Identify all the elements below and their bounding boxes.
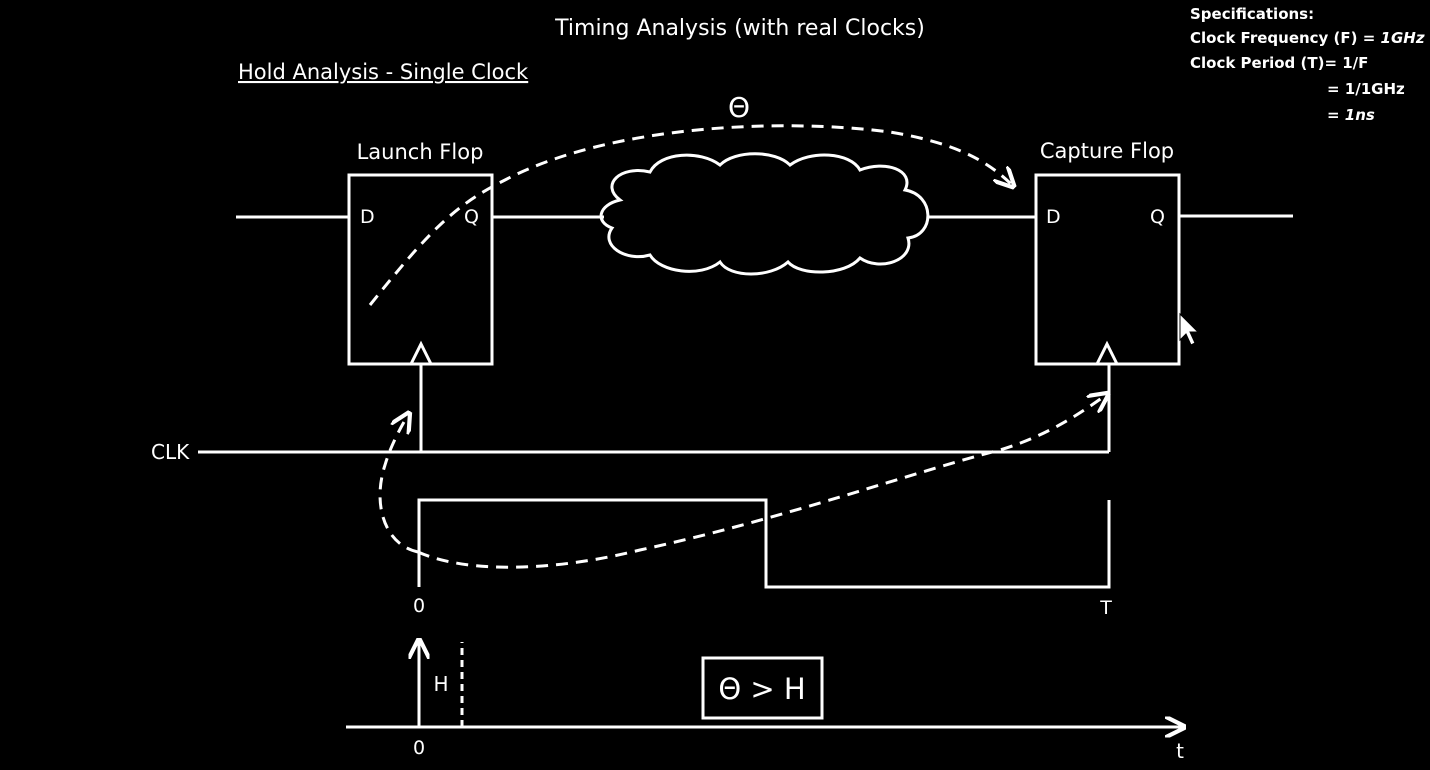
spec-period-result: = 1ns bbox=[1327, 106, 1375, 124]
data-path-arrow bbox=[368, 124, 1012, 306]
spec-period-step: = 1/1GHz bbox=[1327, 80, 1405, 98]
combinational-logic-cloud bbox=[599, 152, 930, 276]
launch-flop-clock-pin bbox=[409, 340, 433, 365]
capture-flop: Capture Flop D Q bbox=[1034, 139, 1181, 366]
capture-flop-box bbox=[1034, 173, 1181, 366]
page-title: Timing Analysis (with real Clocks) bbox=[554, 16, 925, 41]
launch-flop: Launch Flop D Q bbox=[347, 140, 494, 366]
combo-delay-symbol: Θ bbox=[728, 91, 750, 124]
spec-frequency-value: 1GHz bbox=[1381, 29, 1425, 47]
spec-clock-frequency: Clock Frequency (F) = 1GHz bbox=[1190, 29, 1425, 47]
specifications-block: Specifications: Clock Frequency (F) = 1G… bbox=[1190, 5, 1425, 124]
timeline-axis-label: t bbox=[1176, 739, 1184, 763]
spec-clock-period: Clock Period (T)= 1/F bbox=[1190, 54, 1368, 72]
hold-condition-frame bbox=[701, 656, 824, 720]
hold-condition-box: Θ > H bbox=[701, 656, 824, 720]
launch-flop-pin-q: Q bbox=[464, 206, 479, 228]
capture-flop-pin-d: D bbox=[1046, 206, 1061, 228]
launch-clock-path-arrow bbox=[378, 415, 419, 554]
capture-flop-label: Capture Flop bbox=[1040, 139, 1174, 163]
launch-flop-pin-d: D bbox=[360, 206, 375, 228]
hold-time-label: H bbox=[433, 672, 448, 696]
timeline-origin-label: 0 bbox=[413, 737, 425, 759]
spec-heading: Specifications: bbox=[1190, 5, 1314, 23]
launch-flop-label: Launch Flop bbox=[357, 140, 484, 164]
capture-clock-path-arrow bbox=[417, 395, 1106, 569]
capture-flop-pin-q: Q bbox=[1150, 206, 1165, 228]
capture-flop-clock-pin bbox=[1095, 340, 1119, 365]
clock-tick-zero: 0 bbox=[413, 595, 425, 617]
section-subtitle: Hold Analysis - Single Clock bbox=[238, 60, 529, 84]
launch-flop-box bbox=[347, 173, 494, 366]
spec-frequency-label: Clock Frequency (F) = bbox=[1190, 29, 1381, 47]
mouse-cursor-icon bbox=[1179, 312, 1200, 346]
hold-condition-text: Θ > H bbox=[718, 672, 805, 706]
clock-tick-period: T bbox=[1099, 597, 1112, 619]
clock-waveform bbox=[417, 498, 1111, 589]
clock-label: CLK bbox=[151, 440, 190, 464]
